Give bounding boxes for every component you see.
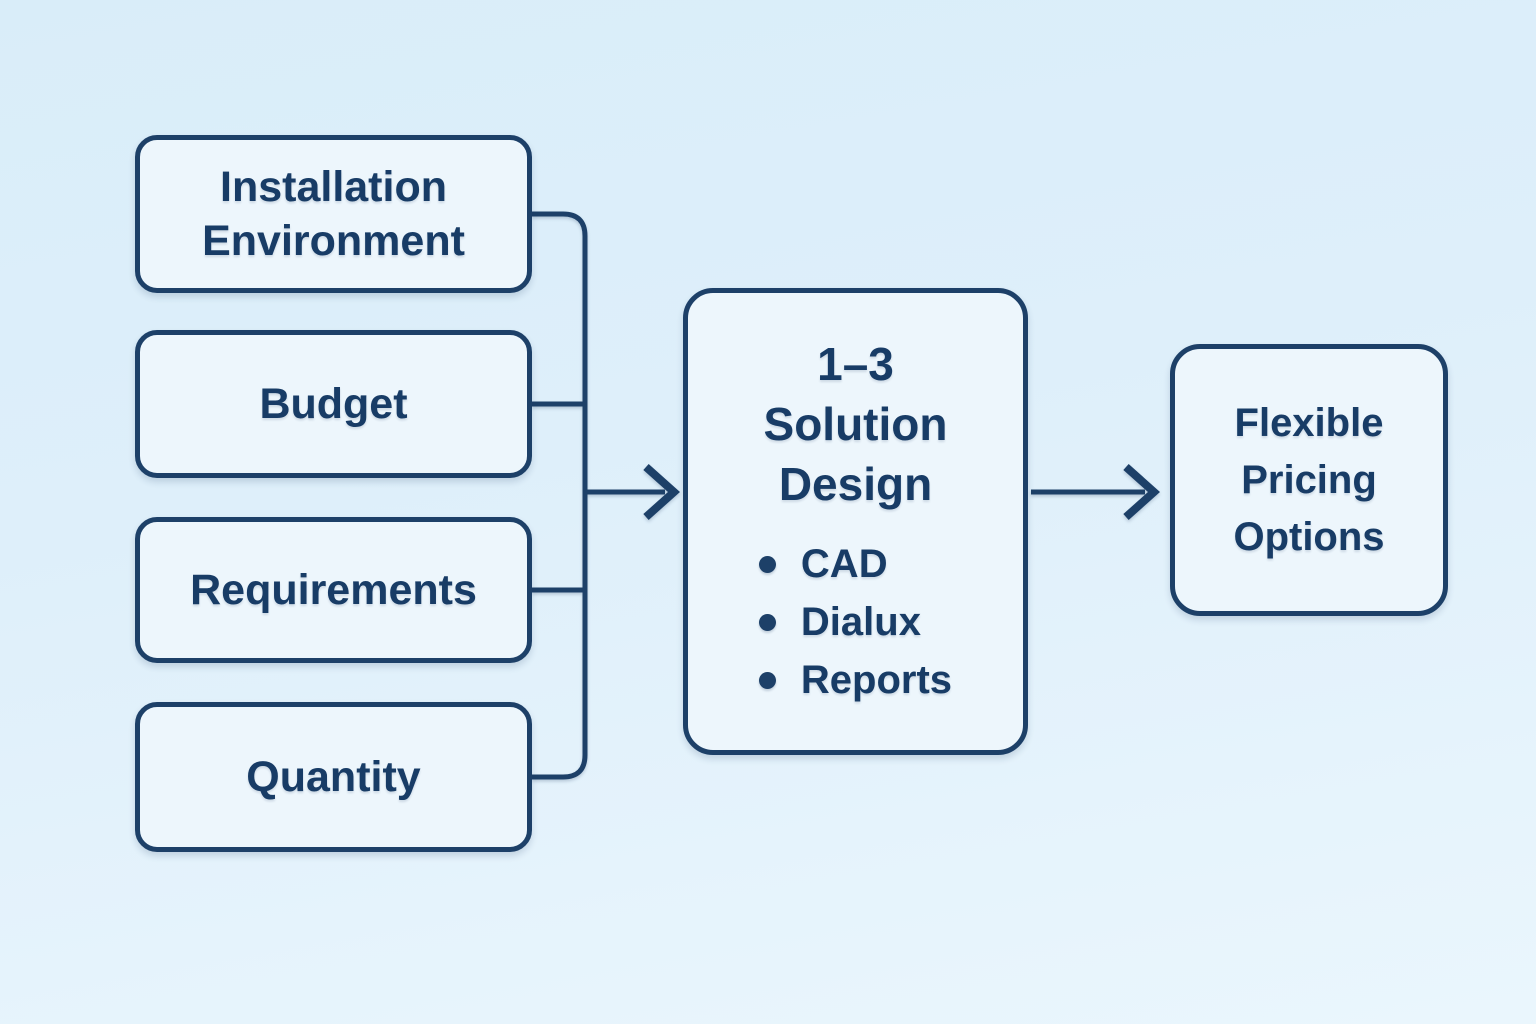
solution-bullet-list: CAD Dialux Reports (758, 536, 953, 710)
bullet-label: CAD (800, 542, 888, 586)
solution-title-line: Solution (763, 397, 948, 450)
bullet-label: Dialux (800, 600, 921, 644)
input-bus-connector (532, 211, 588, 780)
bullet-label: Reports (800, 658, 953, 702)
solution-to-pricing-arrowhead-icon (1123, 464, 1161, 520)
bus-to-solution-arrowhead-icon (643, 464, 681, 520)
input-box-quantity: Quantity (135, 702, 532, 852)
input-box-requirements: Requirements (135, 517, 532, 663)
input-label: Installation Environment (202, 163, 465, 265)
input-label: Budget (259, 380, 408, 428)
solution-title-line: 1–3 (817, 337, 894, 390)
pricing-options-label: Flexible Pricing Options (1233, 400, 1385, 559)
bullet-item: Reports (758, 652, 953, 710)
pricing-options-box: Flexible Pricing Options (1170, 344, 1448, 616)
bullet-item: CAD (758, 536, 952, 594)
solution-title-line: Design (778, 457, 933, 510)
bullet-dot-icon (758, 556, 776, 573)
input-label: Quantity (246, 753, 421, 801)
input-label: Requirements (190, 566, 477, 614)
input-box-installation-environment: Installation Environment (135, 135, 532, 293)
input-box-budget: Budget (135, 330, 532, 478)
bullet-dot-icon (758, 614, 776, 631)
solution-design-box: 1–3 Solution Design CAD Dialux Reports (683, 288, 1028, 755)
solution-title: 1–3 Solution Design (764, 334, 948, 514)
bullet-item: Dialux (758, 594, 952, 652)
bullet-dot-icon (758, 672, 776, 689)
